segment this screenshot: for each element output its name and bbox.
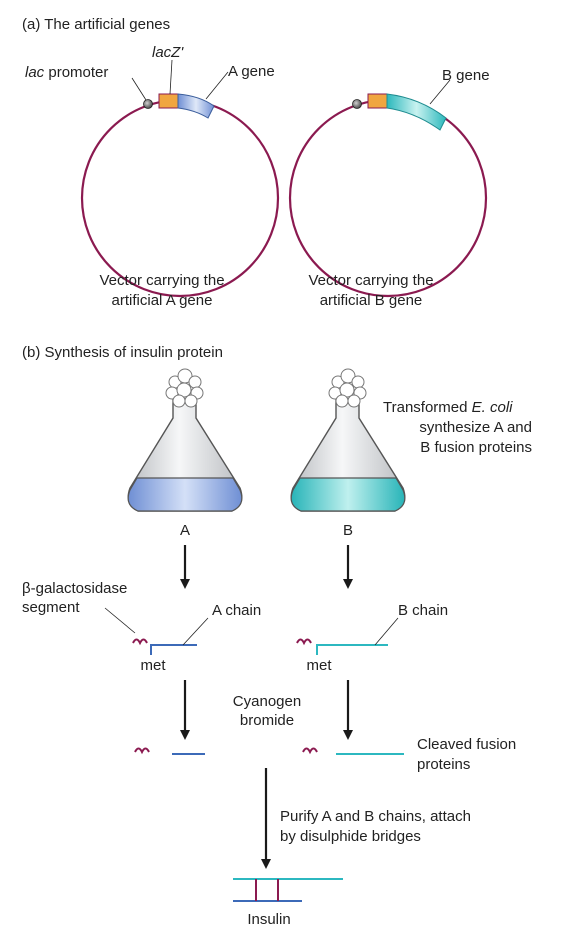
transformed-label-1: Transformed E. coli: [383, 399, 513, 416]
lac-promoter-leader: [131, 77, 147, 101]
insulin-label: Insulin: [247, 911, 290, 928]
flask-a-label: A: [180, 522, 190, 539]
a-gene-leader: [205, 71, 229, 100]
a-chain-leader: [182, 617, 209, 646]
flask-b-liquid: [290, 477, 406, 512]
cleaved-b: [302, 747, 404, 755]
purify-label-2: by disulphide bridges: [280, 828, 421, 845]
cleaved-squiggle-a: [134, 747, 150, 755]
cyanogen-label-1: Cyanogen: [233, 693, 301, 710]
cleaved-label-1: Cleaved fusion: [417, 736, 516, 753]
lacz-segment-a: [158, 93, 179, 109]
transformed-label-3: B fusion proteins: [420, 439, 532, 456]
flask-a-liquid: [127, 477, 243, 512]
cotton-plug-a: [165, 368, 204, 408]
cleaved-squiggle-b: [302, 747, 318, 755]
a-gene-segment: [177, 93, 215, 119]
a-chain-label: A chain: [212, 602, 261, 619]
vector-a-caption-2: artificial A gene: [112, 292, 213, 309]
a-gene-label: A gene: [228, 63, 275, 80]
ecoli-italic: E. coli: [472, 399, 514, 416]
part-b-heading: (b) Synthesis of insulin protein: [22, 344, 223, 361]
flask-b-label: B: [343, 522, 353, 539]
met-label-b: met: [306, 657, 332, 674]
beta-gal-squiggle-a: [132, 638, 148, 646]
beta-gal-leader: [104, 607, 136, 634]
cleaved-a: [134, 747, 205, 755]
b-chain-label: B chain: [398, 602, 448, 619]
flask-b: B: [290, 368, 406, 539]
vector-b-caption-2: artificial B gene: [320, 292, 423, 309]
beta-gal-squiggle-b: [296, 638, 312, 646]
plasmid-b-ring: [288, 98, 488, 298]
beta-gal-label-2: segment: [22, 599, 80, 616]
lac-promoter-rest: promoter: [44, 64, 108, 81]
insulin-molecule: [233, 878, 343, 902]
lacz-segment-b: [367, 93, 388, 109]
fusion-protein-a: A chain met: [132, 602, 261, 674]
lac-promoter-italic: lac: [25, 64, 45, 81]
fusion-protein-b: B chain met: [296, 602, 448, 674]
lac-promoter-label: lac promoter: [25, 64, 108, 81]
lac-promoter-dot-a: [143, 99, 153, 109]
part-a-heading: (a) The artificial genes: [22, 16, 170, 33]
cleaved-label-2: proteins: [417, 756, 470, 773]
b-gene-leader: [429, 79, 451, 105]
beta-gal-label-1: β-galactosidase: [22, 580, 127, 597]
b-chain-leader: [374, 617, 399, 646]
cotton-plug-b: [328, 368, 367, 408]
vector-b: B gene: [288, 67, 490, 298]
transformed-label-2: synthesize A and: [419, 419, 532, 436]
cyanogen-label-2: bromide: [240, 712, 294, 729]
vector-b-caption-1: Vector carrying the: [308, 272, 433, 289]
lacz-leader: [169, 59, 173, 95]
vector-a: lac promoter lacZ' A gene: [25, 44, 280, 298]
purify-label-1: Purify A and B chains, attach: [280, 808, 471, 825]
lac-promoter-dot-b: [352, 99, 362, 109]
lacz-label: lacZ': [152, 44, 184, 61]
met-label-a: met: [140, 657, 166, 674]
transformed-word: Transformed: [383, 399, 472, 416]
b-gene-segment: [386, 93, 447, 131]
vector-a-caption-1: Vector carrying the: [99, 272, 224, 289]
plasmid-a-ring: [80, 98, 280, 298]
b-gene-label: B gene: [442, 67, 490, 84]
flask-a: A: [127, 368, 243, 539]
